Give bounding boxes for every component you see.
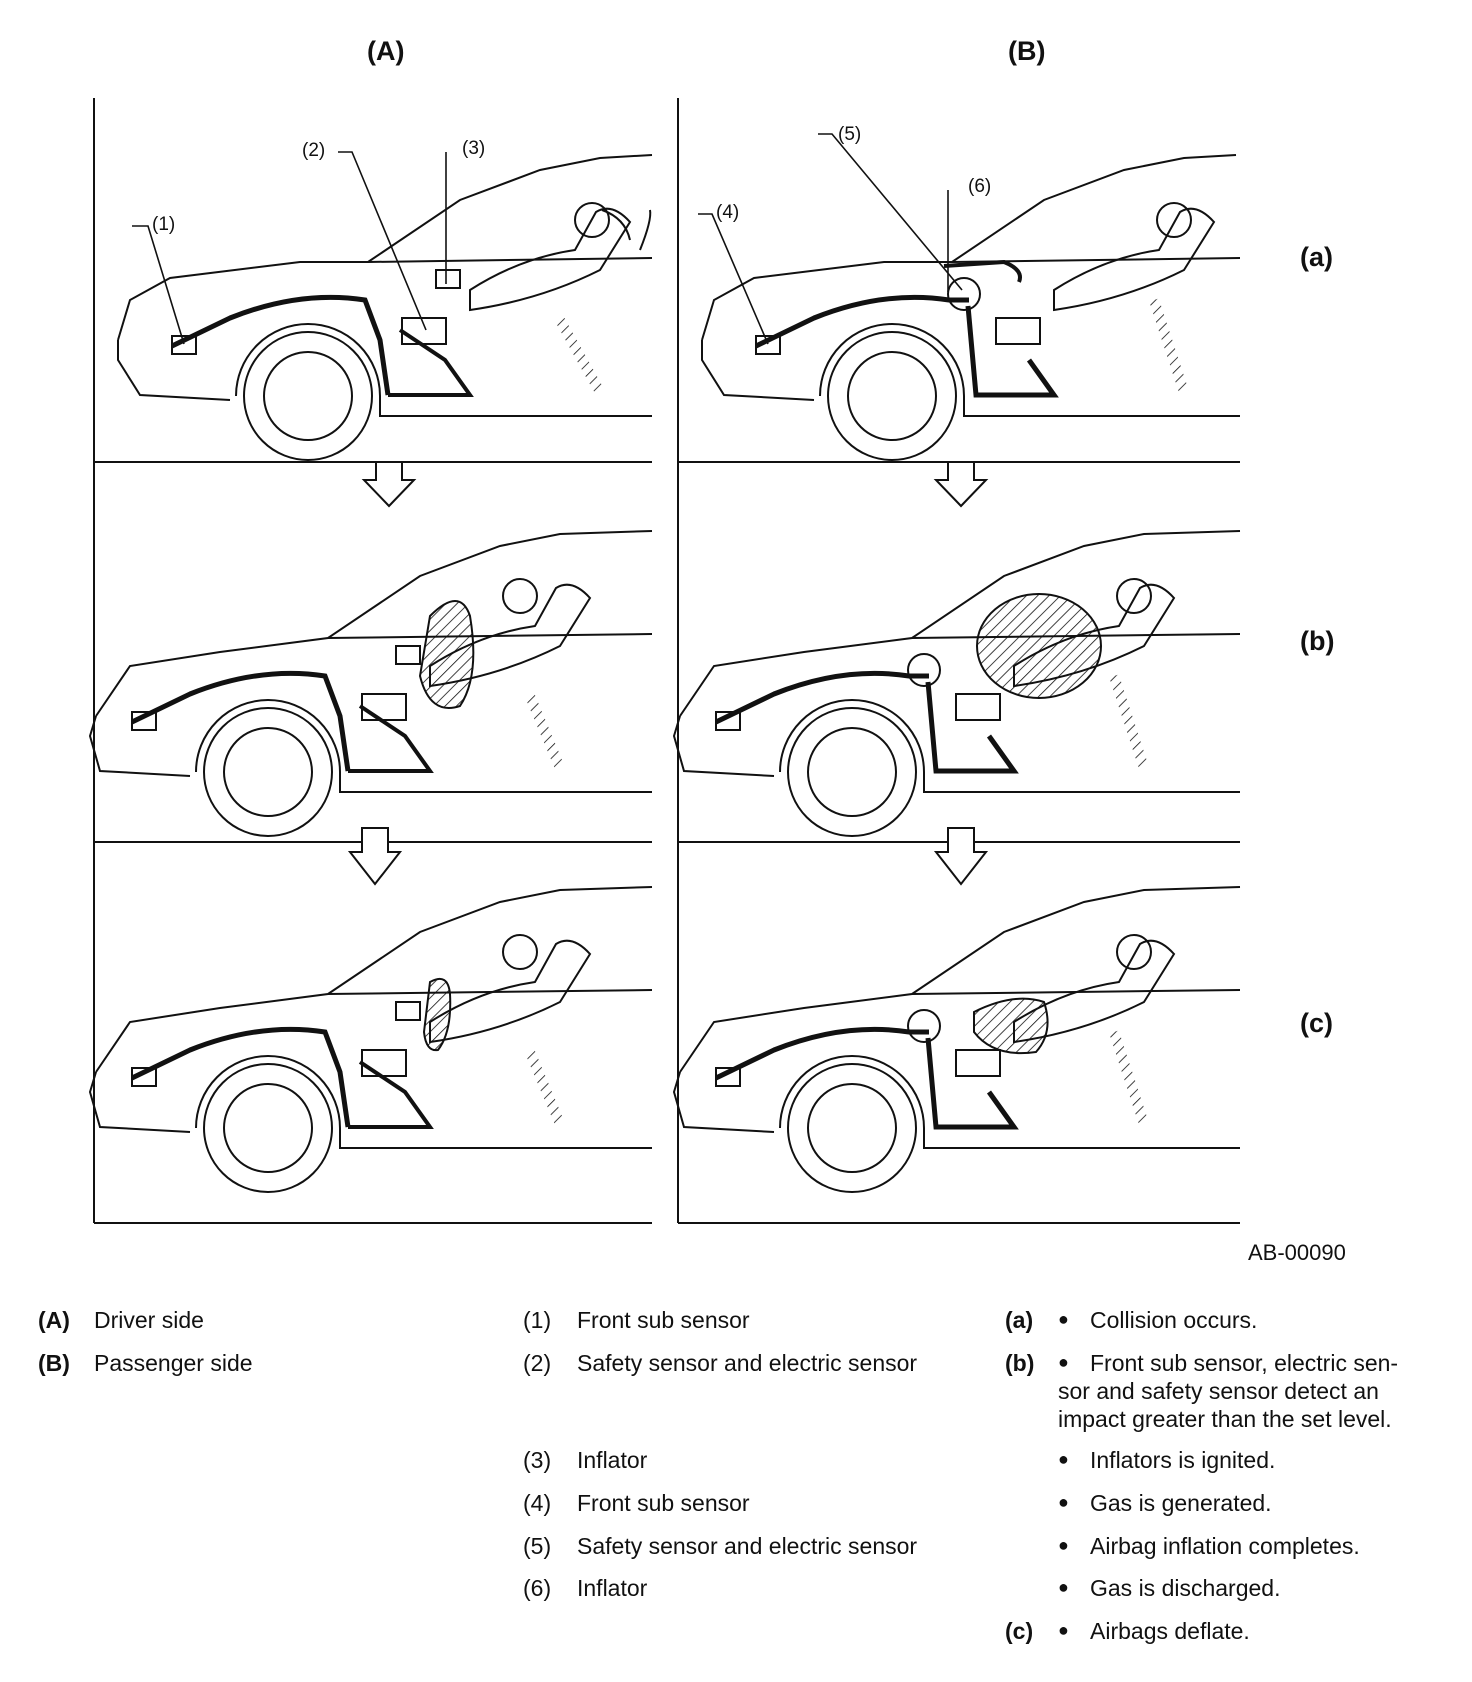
car-panel-driver-collision bbox=[117, 154, 653, 461]
down-arrow-icon bbox=[933, 827, 989, 886]
legend-stage-text-9: Airbags deflate. bbox=[1090, 1618, 1250, 1644]
legend-stage-text-1: Collision occurs. bbox=[1090, 1307, 1258, 1333]
legend-stage-text-7: Airbag inflation completes. bbox=[1090, 1533, 1360, 1559]
callout-leaders bbox=[132, 133, 963, 345]
car-panel-driver-inflation bbox=[88, 530, 653, 837]
bullet-icon: ● bbox=[1058, 1449, 1069, 1469]
legend-stage-text-5: Inflators is ignited. bbox=[1090, 1447, 1276, 1473]
legend-part-text-3: Inflator bbox=[577, 1447, 648, 1473]
callout-6: (6) bbox=[968, 176, 992, 197]
bullet-icon: ● bbox=[1058, 1577, 1069, 1597]
legend-stage-key-b: (b) bbox=[1005, 1350, 1035, 1376]
callout-5: (5) bbox=[838, 124, 862, 145]
bullet-icon: ● bbox=[1058, 1309, 1069, 1329]
legend-part-text-4: Front sub sensor bbox=[577, 1490, 750, 1516]
down-arrow-icon bbox=[933, 461, 989, 508]
callout-2: (2) bbox=[302, 140, 326, 161]
legend-part-text-1: Front sub sensor bbox=[577, 1307, 750, 1333]
legend-part-text-6: Inflator bbox=[577, 1575, 648, 1601]
row-header-collision: (a) bbox=[1300, 242, 1333, 272]
figure-id: AB-00090 bbox=[1248, 1240, 1346, 1265]
bullet-icon: ● bbox=[1058, 1535, 1069, 1555]
legend-part-text-5: Safety sensor and electric sensor bbox=[577, 1533, 918, 1559]
legend-part-text-2: Safety sensor and electric sensor bbox=[577, 1350, 918, 1376]
callout-1: (1) bbox=[152, 214, 176, 235]
airbag-sequence-diagram bbox=[88, 98, 1241, 1224]
legend-side-key-a: (A) bbox=[38, 1307, 70, 1333]
legend-stage-key-c: (c) bbox=[1005, 1618, 1034, 1644]
legend-part-num-1: (1) bbox=[523, 1307, 552, 1333]
row-header-deflation: (c) bbox=[1300, 1008, 1333, 1038]
down-arrow-icon bbox=[347, 827, 403, 886]
legend-stage-text-3: sor and safety sensor detect an bbox=[1058, 1378, 1379, 1404]
bullet-icon: ● bbox=[1058, 1352, 1069, 1372]
bullet-icon: ● bbox=[1058, 1492, 1069, 1512]
car-panel-passenger-inflation bbox=[672, 530, 1241, 837]
legend-part-num-5: (5) bbox=[523, 1533, 552, 1559]
bullet-icon: ● bbox=[1058, 1620, 1069, 1640]
legend-part-num-3: (3) bbox=[523, 1447, 552, 1473]
car-panel-passenger-collision bbox=[701, 154, 1241, 461]
legend-stage-key-a: (a) bbox=[1005, 1307, 1034, 1333]
legend-part-num-2: (2) bbox=[523, 1350, 552, 1376]
down-arrow-icon bbox=[361, 461, 417, 508]
column-header-passenger: (B) bbox=[1008, 36, 1046, 66]
legend-stage-text-4: impact greater than the set level. bbox=[1058, 1406, 1392, 1432]
legend-side-key-b: (B) bbox=[38, 1350, 70, 1376]
legend-part-num-4: (4) bbox=[523, 1490, 552, 1516]
legend-stage-text-8: Gas is discharged. bbox=[1090, 1575, 1281, 1601]
car-panel-passenger-deflation bbox=[672, 886, 1241, 1193]
legend-stage-text-2: Front sub sensor, electric sen- bbox=[1090, 1350, 1399, 1376]
column-header-driver: (A) bbox=[367, 36, 405, 66]
down-arrow-icons bbox=[347, 461, 989, 886]
legend-side-text-a: Driver side bbox=[94, 1307, 204, 1333]
row-header-inflation: (b) bbox=[1300, 626, 1335, 656]
legend-side-text-b: Passenger side bbox=[94, 1350, 253, 1376]
legend-part-num-6: (6) bbox=[523, 1575, 552, 1601]
legend-stage-text-6: Gas is generated. bbox=[1090, 1490, 1272, 1516]
callout-3: (3) bbox=[462, 138, 486, 159]
callout-4: (4) bbox=[716, 202, 740, 223]
car-panel-driver-deflation bbox=[88, 886, 653, 1193]
